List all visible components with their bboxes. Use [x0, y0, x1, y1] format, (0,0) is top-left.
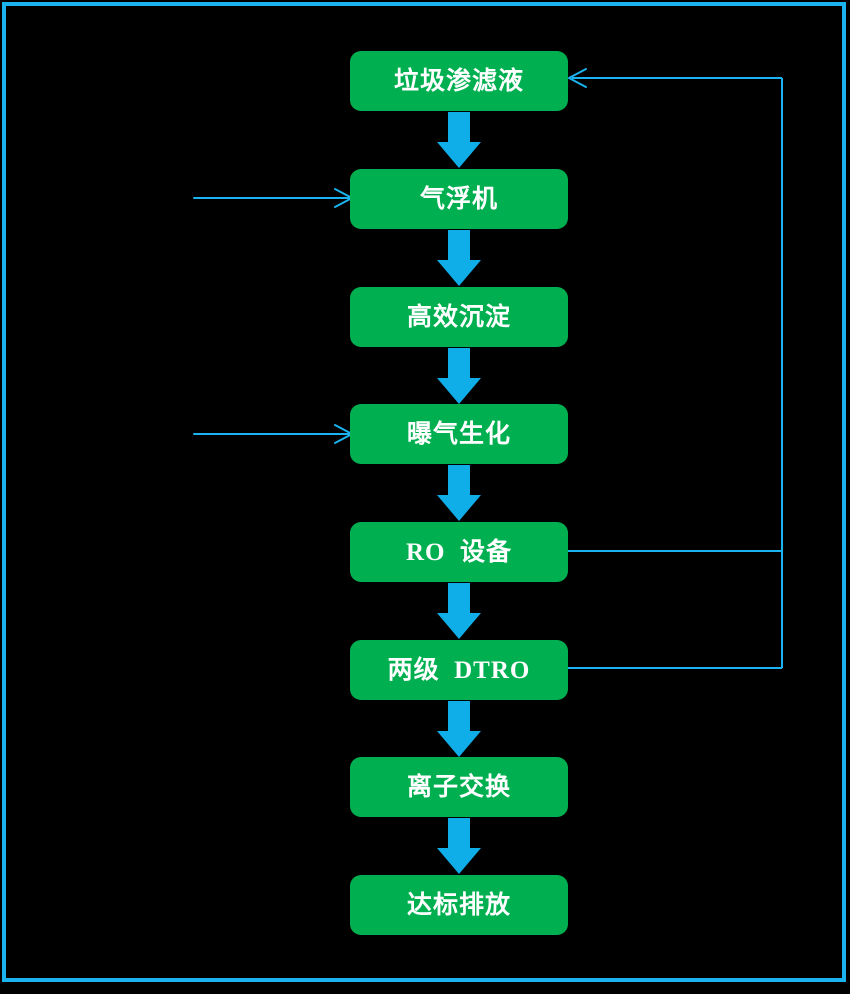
input-arrow-aeration [190, 423, 356, 445]
node-aeration[interactable]: 曝气生化 [350, 404, 568, 464]
node-ionexchange-label: 离子交换 [406, 773, 511, 801]
node-dtro[interactable]: 两级 DTRO [350, 640, 568, 700]
node-leachate-label: 垃圾渗滤液 [393, 67, 524, 95]
node-sedimentation-label: 高效沉淀 [406, 303, 511, 331]
node-discharge[interactable]: 达标排放 [350, 875, 568, 935]
node-discharge-label: 达标排放 [406, 891, 511, 919]
node-flotation[interactable]: 气浮机 [350, 169, 568, 229]
node-leachate[interactable]: 垃圾渗滤液 [350, 51, 568, 111]
node-sedimentation[interactable]: 高效沉淀 [350, 287, 568, 347]
node-ro-label: RO 设备 [405, 538, 512, 566]
node-ro[interactable]: RO 设备 [350, 522, 568, 582]
node-dtro-label: 两级 DTRO [387, 656, 531, 684]
node-flotation-label: 气浮机 [419, 185, 498, 213]
arrow-ionexchange-to-discharge [437, 818, 481, 876]
arrow-ro-to-dtro [437, 583, 481, 641]
arrow-sedimentation-to-aeration [437, 348, 481, 406]
arrow-aeration-to-ro [437, 465, 481, 523]
arrow-dtro-to-ionexchange [437, 701, 481, 759]
arrow-leachate-to-flotation [437, 112, 481, 170]
node-aeration-label: 曝气生化 [406, 420, 511, 448]
input-arrow-flotation [190, 187, 356, 209]
node-ionexchange[interactable]: 离子交换 [350, 757, 568, 817]
feedback-return-to-leachate [568, 68, 782, 88]
arrow-flotation-to-sedimentation [437, 230, 481, 288]
feedback-recycle-connector-group [560, 40, 800, 690]
